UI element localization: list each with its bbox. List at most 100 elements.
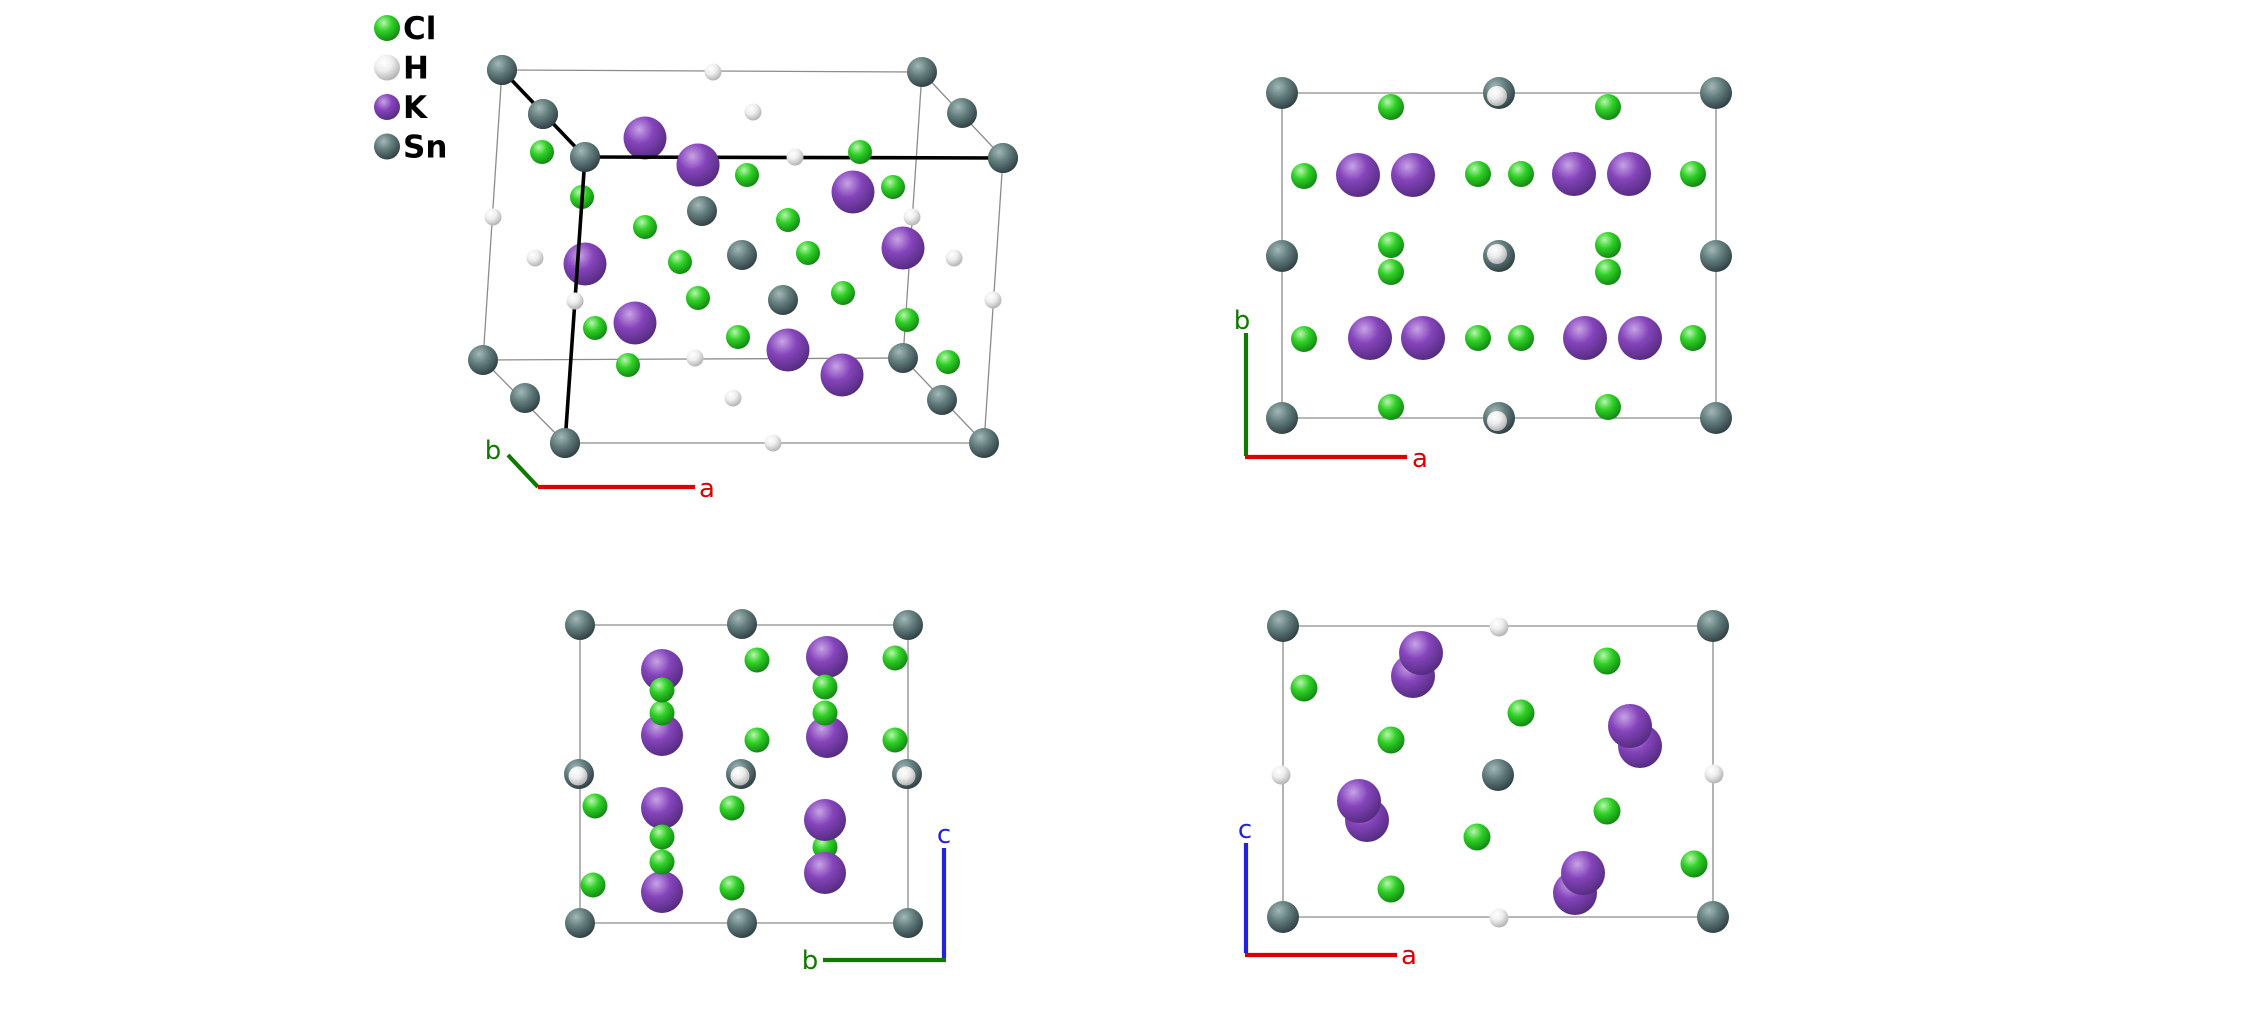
legend-label-h: H bbox=[403, 51, 429, 87]
h-sphere-icon bbox=[374, 54, 400, 81]
atom-k bbox=[804, 852, 846, 894]
atom-cl bbox=[1508, 161, 1534, 187]
axis-c-label: c bbox=[1238, 815, 1252, 845]
atom-sn bbox=[768, 285, 798, 315]
atom-k bbox=[820, 353, 864, 397]
axis-a-label: a bbox=[699, 474, 715, 504]
atom-h bbox=[724, 389, 742, 407]
atom-cl bbox=[1593, 797, 1621, 825]
atom-cl bbox=[831, 281, 855, 305]
atom-sn bbox=[1697, 610, 1729, 642]
axis-b-line bbox=[506, 453, 540, 489]
atom-h bbox=[1704, 764, 1724, 784]
atom-cl bbox=[936, 350, 960, 374]
atom-sn bbox=[947, 98, 977, 128]
atom-k bbox=[1348, 316, 1392, 360]
atom-cl bbox=[1377, 726, 1405, 754]
atom-sn bbox=[1267, 901, 1299, 933]
atom-k bbox=[623, 116, 667, 160]
atom-sn bbox=[907, 57, 937, 87]
atom-k bbox=[766, 328, 810, 372]
atom-cl bbox=[530, 140, 554, 164]
atom-k bbox=[881, 226, 925, 270]
atom-cl bbox=[686, 286, 710, 310]
panel-perspective-abc: ba bbox=[468, 55, 1018, 504]
atom-cl bbox=[668, 250, 692, 274]
atom-cl bbox=[744, 647, 770, 673]
atom-cl bbox=[744, 727, 770, 753]
legend-item-sn: Sn bbox=[374, 130, 447, 166]
atom-h bbox=[1487, 86, 1507, 106]
atom-cl bbox=[1465, 325, 1491, 351]
atom-h bbox=[566, 292, 584, 310]
atom-sn bbox=[893, 610, 923, 640]
atom-h bbox=[568, 766, 588, 786]
atom-cl bbox=[1378, 94, 1404, 120]
legend-label-k: K bbox=[403, 90, 428, 126]
atom-sn bbox=[1267, 610, 1299, 642]
atom-cl bbox=[1463, 823, 1491, 851]
atom-cl bbox=[1595, 394, 1621, 420]
atom-k bbox=[1337, 779, 1381, 823]
atom-cl bbox=[616, 353, 640, 377]
atom-cl bbox=[1595, 94, 1621, 120]
atom-cl bbox=[582, 793, 608, 819]
panel-projection-bc: cb bbox=[564, 609, 951, 976]
atom-cl bbox=[1378, 394, 1404, 420]
atom-h bbox=[1271, 765, 1291, 785]
atom-h bbox=[903, 208, 921, 226]
axis-a-label: a bbox=[1412, 444, 1428, 474]
atom-sn bbox=[1266, 240, 1298, 272]
atom-sn bbox=[1700, 77, 1732, 109]
atom-cl bbox=[776, 208, 800, 232]
legend-label-cl: Cl bbox=[403, 11, 436, 47]
atom-sn bbox=[528, 99, 558, 129]
atom-k bbox=[1401, 316, 1445, 360]
atom-cl bbox=[633, 215, 657, 239]
atom-h bbox=[1489, 617, 1509, 637]
atom-k bbox=[806, 716, 848, 758]
atom-cl bbox=[812, 700, 838, 726]
atom-k bbox=[804, 799, 846, 841]
atom-sn bbox=[487, 55, 517, 85]
atom-cl bbox=[719, 795, 745, 821]
atom-sn bbox=[510, 383, 540, 413]
atom-cl bbox=[1378, 232, 1404, 258]
atom-k bbox=[1399, 631, 1443, 675]
atom-sn bbox=[727, 240, 757, 270]
atom-k bbox=[676, 143, 720, 187]
axis-b-label: b bbox=[802, 946, 819, 976]
atom-sn bbox=[1697, 901, 1729, 933]
atom-sn bbox=[687, 196, 717, 226]
legend-item-k: K bbox=[374, 90, 428, 126]
atom-k bbox=[641, 714, 683, 756]
atom-k bbox=[1608, 704, 1652, 748]
legend-item-cl: Cl bbox=[374, 11, 436, 47]
atom-cl bbox=[1680, 850, 1708, 878]
atom-cl bbox=[1465, 161, 1491, 187]
atom-cl bbox=[1680, 161, 1706, 187]
legend-item-h: H bbox=[374, 51, 429, 87]
atom-sn bbox=[1700, 402, 1732, 434]
atom-h bbox=[704, 63, 722, 81]
atom-h bbox=[686, 349, 704, 367]
atom-sn bbox=[988, 143, 1018, 173]
sn-sphere-icon bbox=[374, 133, 400, 160]
atom-cl bbox=[812, 674, 838, 700]
atom-k bbox=[1391, 153, 1435, 197]
atom-k bbox=[641, 871, 683, 913]
atom-sn bbox=[1266, 77, 1298, 109]
atom-cl bbox=[1680, 325, 1706, 351]
atom-sn bbox=[550, 428, 580, 458]
atom-h bbox=[984, 291, 1002, 309]
atom-cl bbox=[583, 316, 607, 340]
axis-a-label: a bbox=[1401, 941, 1417, 971]
atom-sn bbox=[468, 345, 498, 375]
atom-k bbox=[831, 170, 875, 214]
atom-cl bbox=[848, 140, 872, 164]
atom-sn bbox=[969, 428, 999, 458]
atom-h bbox=[786, 148, 804, 166]
atom-sn bbox=[565, 610, 595, 640]
atom-cl bbox=[882, 727, 908, 753]
